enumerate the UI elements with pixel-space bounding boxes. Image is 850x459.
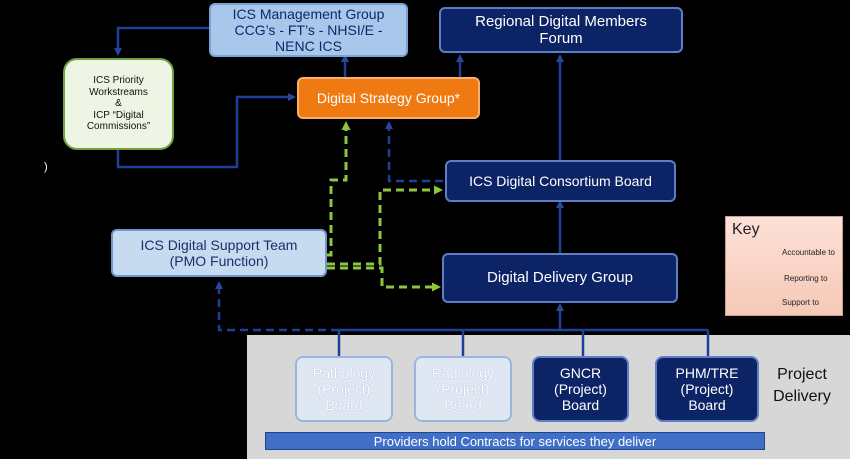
pathology-board-box: Pathology (Project) Board [295, 356, 393, 422]
consortium-board-label: ICS Digital Consortium Board [469, 172, 652, 189]
ics-management-group-box: ICS Management Group CCG’s - FT’s - NHSI… [209, 3, 408, 57]
ics-priority-label: ICS Priority Workstreams & ICP “Digital … [86, 75, 151, 133]
key-reporting-label: Reporting to [784, 274, 828, 283]
consortium-board-box: ICS Digital Consortium Board [445, 160, 676, 202]
arrow-support-to-strategy [327, 121, 351, 257]
phm-tre-board-label: PHM/TRE (Project) Board [675, 364, 739, 414]
ics-management-group-label: ICS Management Group CCG’s - FT’s - NHSI… [232, 5, 385, 55]
arrow-support-to-consortium [327, 185, 443, 266]
accountable-arrows [114, 26, 710, 356]
gncr-board-box: GNCR (Project) Board [532, 356, 629, 422]
phm-tre-board-box: PHM/TRE (Project) Board [655, 356, 759, 422]
digital-strategy-group-box: Digital Strategy Group* [297, 77, 480, 119]
key-title: Key [732, 221, 760, 238]
key-support-label: Support to [782, 298, 819, 307]
delivery-group-label: Digital Delivery Group [487, 269, 633, 287]
arrow-consortium-to-strategy [385, 121, 443, 183]
gncr-board-label: GNCR (Project) Board [554, 364, 607, 414]
providers-banner: Providers hold Contracts for services th… [265, 432, 765, 450]
radiology-board-box: Radiology (Project) Board [414, 356, 512, 422]
support-arrows [327, 121, 443, 292]
digital-strategy-group-label: Digital Strategy Group* [316, 89, 461, 106]
delivery-group-box: Digital Delivery Group [442, 253, 678, 303]
arrow-management-to-priority [114, 26, 209, 56]
side-mark: ) [44, 161, 48, 173]
providers-banner-label: Providers hold Contracts for services th… [373, 433, 657, 449]
pathology-board-label: Pathology (Project) Board [312, 364, 376, 414]
arrow-support-to-delivery [327, 266, 441, 292]
support-team-box: ICS Digital Support Team (PMO Function) [111, 229, 327, 277]
arrow-projects-to-support [215, 281, 339, 332]
arrow-priority-to-strategy [116, 93, 296, 169]
radiology-board-label: Radiology (Project) Board [431, 364, 495, 414]
regional-forum-box: Regional Digital Members Forum [439, 7, 683, 53]
ics-priority-box: ICS Priority Workstreams & ICP “Digital … [63, 58, 174, 150]
key-accountable-label: Accountable to [782, 248, 835, 257]
support-team-label: ICS Digital Support Team (PMO Function) [140, 236, 298, 269]
regional-forum-label: Regional Digital Members Forum [475, 12, 647, 47]
reporting-arrows [215, 121, 443, 332]
key-legend: Key Accountable to Reporting to Support … [725, 216, 843, 316]
project-delivery-label: Project Delivery [773, 366, 831, 405]
